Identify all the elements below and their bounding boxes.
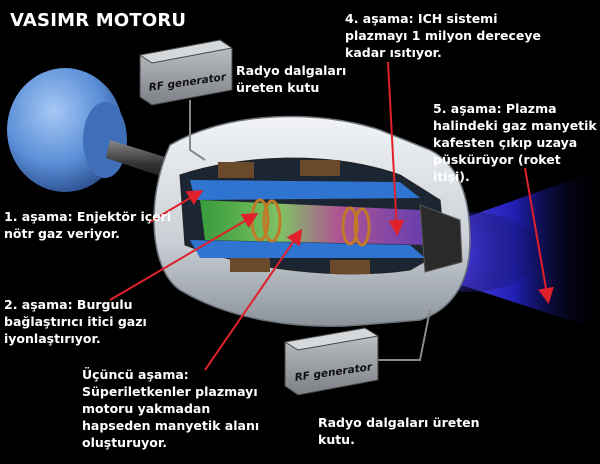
label-stage2: 2. aşama: Burgulu bağlaştırıcı itici gaz… xyxy=(4,297,147,346)
magnet-band-top xyxy=(190,180,420,200)
magnet-band-bottom xyxy=(190,240,425,258)
rf-generator-top xyxy=(138,39,234,106)
label-stage5: 5. aşama: Plazma halindeki gaz manyetik … xyxy=(433,101,597,184)
label-radio-bottom: Radyo dalgaları üreten kutu. xyxy=(318,415,480,447)
label-stage3: Üçüncü aşama: Süperiletkenler plazmayı m… xyxy=(82,367,260,450)
arrow-stage2 xyxy=(109,212,259,301)
arrow-stage1 xyxy=(149,189,204,223)
arrow-stage4 xyxy=(387,61,405,236)
nozzle xyxy=(419,204,463,273)
magnet-block-4 xyxy=(330,260,370,274)
magnet-block-3 xyxy=(230,258,270,272)
label-stage4: 4. aşama: ICH sistemi plazmayı 1 milyon … xyxy=(345,11,542,60)
cable-top xyxy=(189,100,206,161)
label-radio-top: Radyo dalgaları üreten kutu xyxy=(236,63,347,95)
diagram-title: VASIMR MOTORU xyxy=(10,10,187,31)
plasma-core xyxy=(200,200,430,245)
label-stage1: 1. aşama: Enjektör içeri nötr gaz veriyo… xyxy=(4,209,172,241)
cable-bottom xyxy=(378,309,431,361)
arrow-stage5 xyxy=(524,167,554,304)
arrow-stage3 xyxy=(204,228,303,371)
magnet-block-1 xyxy=(218,162,254,178)
magnet-block-2 xyxy=(300,160,340,176)
fuel-tank-cap xyxy=(83,102,127,178)
rf-generator-bottom xyxy=(283,327,380,396)
leader-arrows xyxy=(109,61,554,371)
